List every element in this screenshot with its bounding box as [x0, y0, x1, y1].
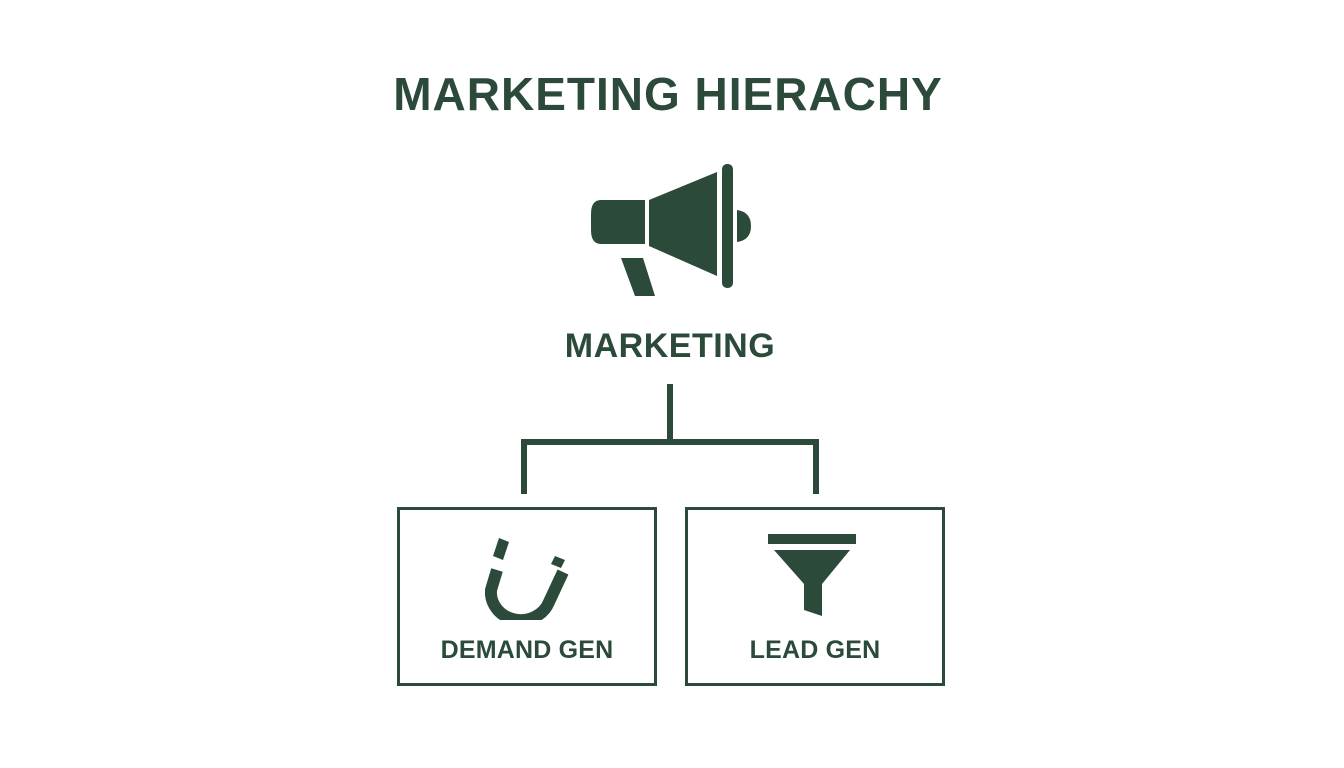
diagram-title: MARKETING HIERACHY — [393, 68, 943, 120]
megaphone-icon — [591, 164, 751, 296]
node-demand-gen: DEMAND GEN — [397, 507, 657, 686]
node-label-lead-gen: LEAD GEN — [749, 636, 881, 664]
magnet-icon — [485, 538, 569, 620]
root-node-label: MARKETING — [564, 327, 776, 365]
funnel-icon — [768, 534, 856, 616]
node-lead-gen: LEAD GEN — [685, 507, 945, 686]
node-label-demand-gen: DEMAND GEN — [440, 636, 614, 664]
